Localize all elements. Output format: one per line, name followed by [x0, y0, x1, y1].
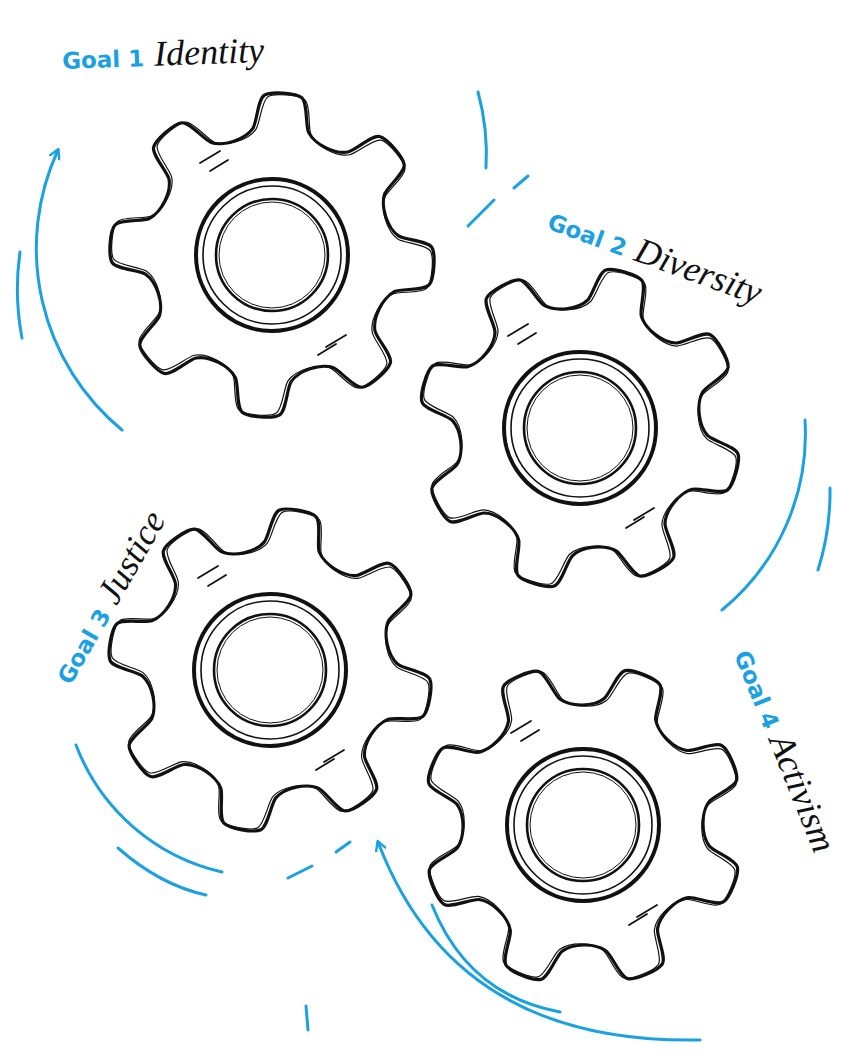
- gear-outline: [372, 614, 795, 1037]
- gear-outline: [99, 82, 445, 428]
- sketch-hatch: [637, 905, 657, 917]
- motion-stroke: [17, 252, 22, 338]
- sketch-hatch: [511, 721, 531, 733]
- goal-name: Identity: [153, 28, 264, 76]
- gear-node: Goal 1Identity: [102, 85, 442, 425]
- gear-outline: [379, 227, 780, 628]
- motion-stroke: [818, 488, 830, 570]
- gear-hub: [216, 199, 328, 311]
- gear-hub: [511, 359, 649, 497]
- gear-sketch: [97, 80, 447, 430]
- gear-sketch: [81, 481, 459, 859]
- gear-hub: [217, 617, 323, 723]
- gear-hub: [203, 186, 341, 324]
- gear-hub: [527, 375, 633, 481]
- motion-stroke: [306, 1006, 308, 1030]
- sketch-hatch: [318, 344, 336, 355]
- sketch-hatch: [521, 730, 539, 741]
- gear-hub: [196, 179, 348, 331]
- sketch-hatch: [634, 508, 654, 520]
- goal-number: Goal 4: [721, 643, 793, 736]
- sketch-hatch: [316, 759, 334, 770]
- sketch-hatch: [518, 333, 536, 344]
- gear-sketch: [379, 227, 781, 629]
- sketch-hatch: [208, 575, 226, 586]
- goal-number: Goal 2: [541, 200, 633, 269]
- gear-hub: [507, 749, 659, 901]
- sketch-hatch: [629, 914, 647, 925]
- motion-stroke: [118, 848, 206, 895]
- sketch-hatch: [626, 517, 644, 528]
- sketch-hatch: [200, 151, 220, 163]
- gear-hub: [524, 372, 636, 484]
- gear-label: Goal 1Identity: [61, 28, 264, 79]
- goal-name: Activism: [759, 727, 846, 858]
- gear-label: Goal 4Activism: [725, 642, 847, 859]
- gear-hub: [527, 769, 639, 881]
- sketch-hatch: [508, 324, 528, 336]
- gear-shape: [102, 85, 442, 425]
- sketch-hatch: [324, 750, 344, 762]
- motion-stroke: [478, 92, 486, 168]
- motion-stroke: [336, 842, 350, 852]
- gear-hub: [214, 614, 326, 726]
- gear-hub: [201, 601, 339, 739]
- gear-label: Goal 2Diversity: [542, 196, 768, 314]
- cycle-arrow: [36, 150, 122, 430]
- gear-shape: [413, 655, 753, 995]
- goal-name: Diversity: [629, 228, 768, 314]
- sketch-hatch: [326, 335, 346, 347]
- gear-hub: [514, 756, 652, 894]
- motion-stroke: [468, 200, 494, 226]
- gear-hub: [219, 202, 325, 308]
- gear-node: Goal 4Activism: [413, 655, 753, 995]
- motion-stroke: [288, 866, 312, 878]
- gear-shape: [410, 258, 750, 598]
- gear-hub: [530, 772, 636, 878]
- motion-stroke: [514, 176, 528, 188]
- gear-hub: [194, 594, 346, 746]
- goal-number: Goal 1: [61, 36, 145, 83]
- sketch-hatch: [210, 160, 228, 171]
- gear-sketch: [372, 614, 794, 1036]
- goal-name: Justice: [87, 503, 175, 612]
- gear-node: Goal 2Diversity: [410, 258, 750, 598]
- sketch-hatch: [198, 566, 218, 578]
- gear-node: Goal 3Justice: [100, 500, 440, 840]
- gear-hub: [504, 352, 656, 504]
